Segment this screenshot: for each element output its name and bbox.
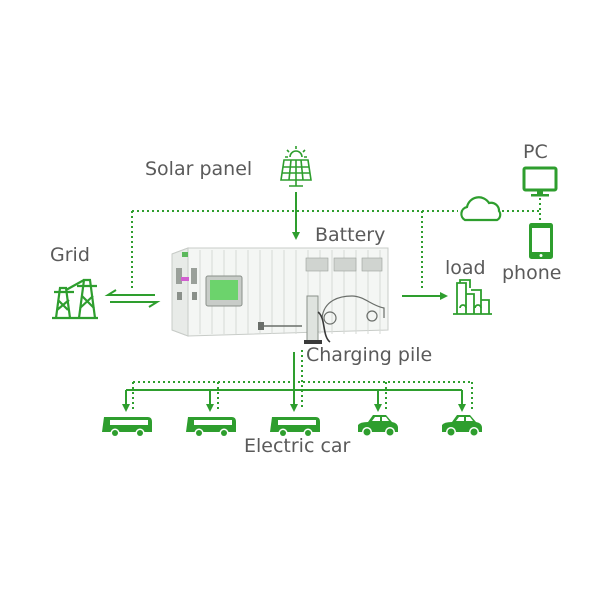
load-label: load [445, 257, 486, 279]
pc-label: PC [523, 141, 548, 163]
grid-label: Grid [50, 244, 90, 266]
car-icon [442, 415, 482, 437]
battery-container-image [171, 247, 389, 337]
electric-car-label: Electric car [244, 435, 351, 457]
power-tower-icon [52, 278, 98, 320]
car-icon [358, 415, 398, 437]
charging-pile-label: Charging pile [306, 344, 433, 366]
bus-icon [186, 417, 236, 438]
vehicle-row [102, 415, 482, 438]
phone-label: phone [502, 262, 562, 284]
solar-panel-icon [280, 146, 312, 187]
factory-icon [453, 279, 492, 315]
charging-pile-image [304, 295, 331, 344]
bus-icon [270, 417, 320, 438]
grid-battery-arrows [104, 289, 161, 308]
solar-panel-label: Solar panel [145, 158, 253, 180]
communication-network-lines [131, 193, 541, 290]
cloud-icon [460, 196, 502, 222]
battery-label: Battery [315, 224, 386, 246]
bus-icon [102, 417, 152, 438]
charging-distribution-lines [122, 350, 473, 412]
monitor-icon [522, 166, 558, 197]
smartphone-icon [529, 223, 553, 259]
